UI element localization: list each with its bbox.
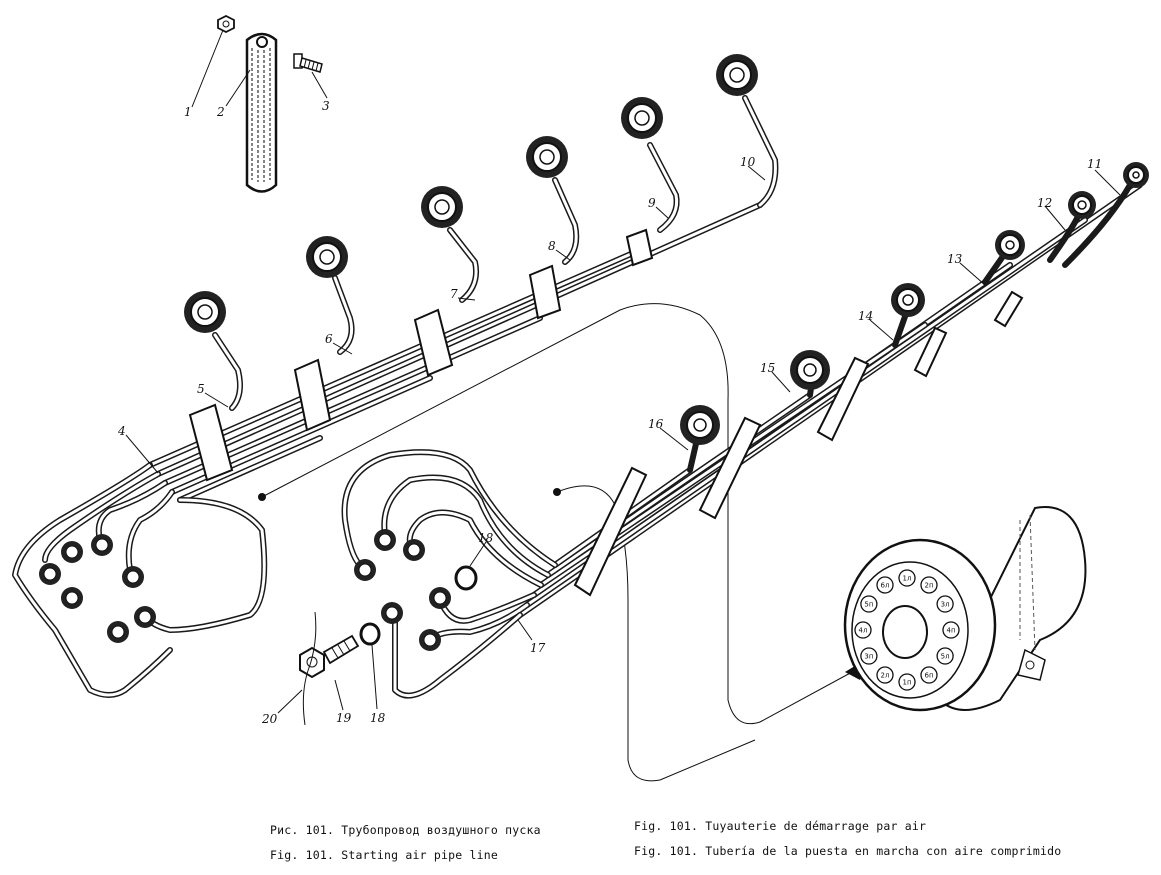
callout-7: 7	[450, 287, 458, 301]
distributor-port-label: 6п	[924, 672, 933, 680]
callout-2: 2	[216, 105, 225, 119]
union-fitting	[403, 539, 425, 561]
distributor-port	[854, 621, 872, 639]
upper-pipe-bundle	[147, 54, 779, 503]
banjo-fitting	[716, 54, 758, 96]
union-fitting	[61, 587, 83, 609]
banjo-fitting	[790, 350, 830, 390]
union-fitting	[354, 559, 376, 581]
distributor-port	[876, 666, 894, 684]
distributor-port	[920, 666, 938, 684]
callout-13: 13	[947, 252, 963, 266]
distributor-port-label: 4л	[859, 627, 868, 635]
callout-17: 17	[530, 641, 546, 655]
banjo-fitting	[526, 136, 568, 178]
distributor-port-label: 4п	[946, 627, 955, 635]
caption-es: Fig. 101. Tubería de la puesta en marcha…	[634, 844, 1062, 858]
distributor-port	[876, 576, 894, 594]
union-fitting	[107, 621, 129, 643]
banjo-fitting	[680, 405, 720, 445]
distributor-port-label: 6л	[881, 581, 890, 589]
distributor-port	[936, 595, 954, 613]
distributor-port-label: 2п	[924, 581, 933, 589]
caption-fr: Fig. 101. Tuyauterie de démarrage par ai…	[634, 819, 927, 833]
callout-leaders	[125, 29, 1121, 714]
union-fitting	[429, 587, 451, 609]
callout-4: 4	[117, 424, 126, 438]
distributor-port-label: 5л	[941, 653, 950, 661]
callout-11: 11	[1087, 157, 1102, 171]
callout-8: 8	[548, 239, 556, 253]
distributor-port	[860, 647, 878, 665]
callout-18-upper: 18	[478, 531, 494, 545]
distributor-port	[898, 673, 916, 691]
distributor-port-label: 2л	[881, 672, 890, 680]
left-pipe-loops	[12, 462, 268, 698]
callout-16: 16	[648, 417, 664, 431]
distributor-port-labels: 1л 2п 3л 4п 5л 6п 1п 2л 3п 4л 5п 6л	[854, 569, 960, 691]
banjo-bolt	[299, 634, 360, 679]
union-fitting	[91, 534, 113, 556]
union-fitting	[122, 566, 144, 588]
callout-3: 3	[322, 99, 330, 113]
callout-20: 20	[261, 712, 278, 726]
centerline	[302, 611, 317, 726]
callout-9: 9	[648, 196, 656, 210]
union-fitting	[381, 602, 403, 624]
seal-ring	[359, 622, 381, 646]
distributor-port	[898, 569, 916, 587]
bolt-part	[293, 53, 323, 73]
banjo-fitting	[421, 186, 463, 228]
banjo-fitting	[306, 236, 348, 278]
banjo-fitting	[995, 230, 1025, 260]
distributor-port-label: 3л	[941, 601, 950, 609]
callout-15: 15	[760, 361, 775, 375]
banjo-fitting	[621, 97, 663, 139]
distributor-port	[936, 647, 954, 665]
distributor-port-label: 5п	[864, 601, 873, 609]
distributor-port	[860, 595, 878, 613]
callout-1: 1	[184, 105, 192, 119]
callout-6: 6	[325, 332, 333, 346]
distributor-port-label: 1л	[903, 575, 912, 583]
union-fitting	[134, 606, 156, 628]
callout-19: 19	[336, 711, 352, 725]
callout-12: 12	[1037, 196, 1052, 210]
caption-en: Fig. 101. Starting air pipe line	[270, 848, 498, 862]
union-fitting	[419, 629, 441, 651]
callout-14: 14	[858, 309, 873, 323]
banjo-fitting	[1068, 191, 1096, 219]
union-fitting	[374, 529, 396, 551]
callout-numbers: 1 2 3 4 5 6 7 8 9 10 11 12 13 14 15 16 1…	[117, 99, 1102, 726]
union-fitting	[61, 541, 83, 563]
distributor-port	[942, 621, 960, 639]
callout-5: 5	[197, 382, 205, 396]
caption-ru: Рис. 101. Трубопровод воздушного пуска	[270, 823, 541, 837]
distributor-port	[920, 576, 938, 594]
distributor-port-label: 3п	[864, 653, 873, 661]
banjo-fitting	[1123, 162, 1149, 188]
seal-ring	[454, 565, 478, 591]
distributor-port-label: 1п	[902, 679, 911, 687]
clamp-strap	[245, 32, 278, 193]
lower-pipe-bundle	[341, 162, 1149, 699]
callout-10: 10	[740, 155, 756, 169]
callout-18-lower: 18	[370, 711, 386, 725]
union-fitting	[39, 563, 61, 585]
banjo-fitting	[184, 291, 226, 333]
banjo-fitting	[891, 283, 925, 317]
nut-part	[217, 14, 235, 34]
air-distributor: 1л 2п 3л 4п 5л 6п 1п 2л 3п 4л 5п 6л	[843, 506, 1087, 712]
